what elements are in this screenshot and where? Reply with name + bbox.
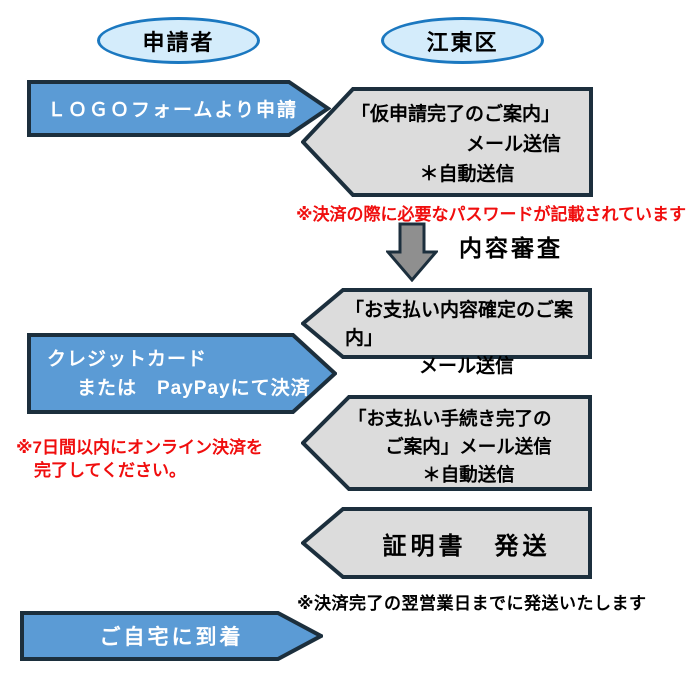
left-pentagon-shape bbox=[301, 87, 593, 197]
certificate-box: 証明書 発送 bbox=[301, 507, 592, 579]
arrival-arrow-label: ご自宅に到着 bbox=[99, 626, 244, 649]
right-arrow-shape bbox=[27, 333, 337, 414]
temp-notice-line3: ＊自動送信 bbox=[419, 164, 515, 185]
left-pentagon-shape bbox=[301, 507, 592, 579]
logo-form-arrow-label: ＬＯＧＯフォームより申請 bbox=[47, 100, 299, 121]
right-arrow-shape bbox=[20, 611, 323, 661]
deadline-note-line1: ※7日間以内にオンライン決済を bbox=[16, 438, 263, 457]
left-pentagon-shape bbox=[301, 288, 592, 359]
complete-notice-line2: ご案内」メール送信 bbox=[385, 436, 552, 457]
arrival-arrow: ご自宅に到着 bbox=[20, 611, 323, 661]
shipping-note: ※決済完了の翌営業日までに発送いたします bbox=[297, 594, 647, 613]
complete-notice-line1: 「お支払い手続き完了の bbox=[348, 408, 552, 429]
confirm-notice-line1: 「お支払い内容確定のご案内」 bbox=[345, 300, 574, 349]
right-arrow-shape bbox=[27, 80, 331, 137]
payment-arrow-line2: または PayPayにて決済 bbox=[77, 378, 311, 399]
deadline-note-line2: 完了してください。 bbox=[34, 461, 186, 480]
logo-form-arrow: ＬＯＧＯフォームより申請 bbox=[27, 80, 331, 137]
complete-notice-box: 「お支払い手続き完了の ご案内」メール送信 ＊自動送信 bbox=[301, 395, 592, 491]
confirm-notice-box: 「お支払い内容確定のご案内」 メール送信 bbox=[301, 288, 592, 377]
applicant-ellipse: 申請者 bbox=[97, 17, 260, 64]
payment-arrow: クレジットカード または PayPayにて決済 bbox=[27, 333, 337, 414]
temp-notice-line1: 「仮申請完了のご案内」 bbox=[351, 104, 561, 125]
left-pentagon-shape bbox=[301, 395, 592, 491]
review-label: 内容審査 bbox=[459, 235, 563, 261]
deadline-note: ※7日間以内にオンライン決済を 完了してください。 bbox=[16, 436, 296, 482]
password-note: ※決済の際に必要なパスワードが記載されています bbox=[296, 205, 687, 224]
temp-notice-box: 「仮申請完了のご案内」 メール送信 ＊自動送信 bbox=[301, 87, 593, 197]
payment-arrow-line1: クレジットカード bbox=[47, 349, 208, 370]
ward-label: 江東区 bbox=[426, 29, 499, 55]
temp-notice-line2: メール送信 bbox=[465, 134, 561, 155]
ward-ellipse: 江東区 bbox=[381, 17, 544, 64]
confirm-notice-line2: メール送信 bbox=[418, 356, 514, 377]
complete-notice-line3: ＊自動送信 bbox=[422, 464, 515, 485]
applicant-label: 申請者 bbox=[142, 29, 215, 55]
certificate-label: 証明書 発送 bbox=[382, 532, 551, 560]
review-down-arrow-icon bbox=[386, 222, 438, 282]
